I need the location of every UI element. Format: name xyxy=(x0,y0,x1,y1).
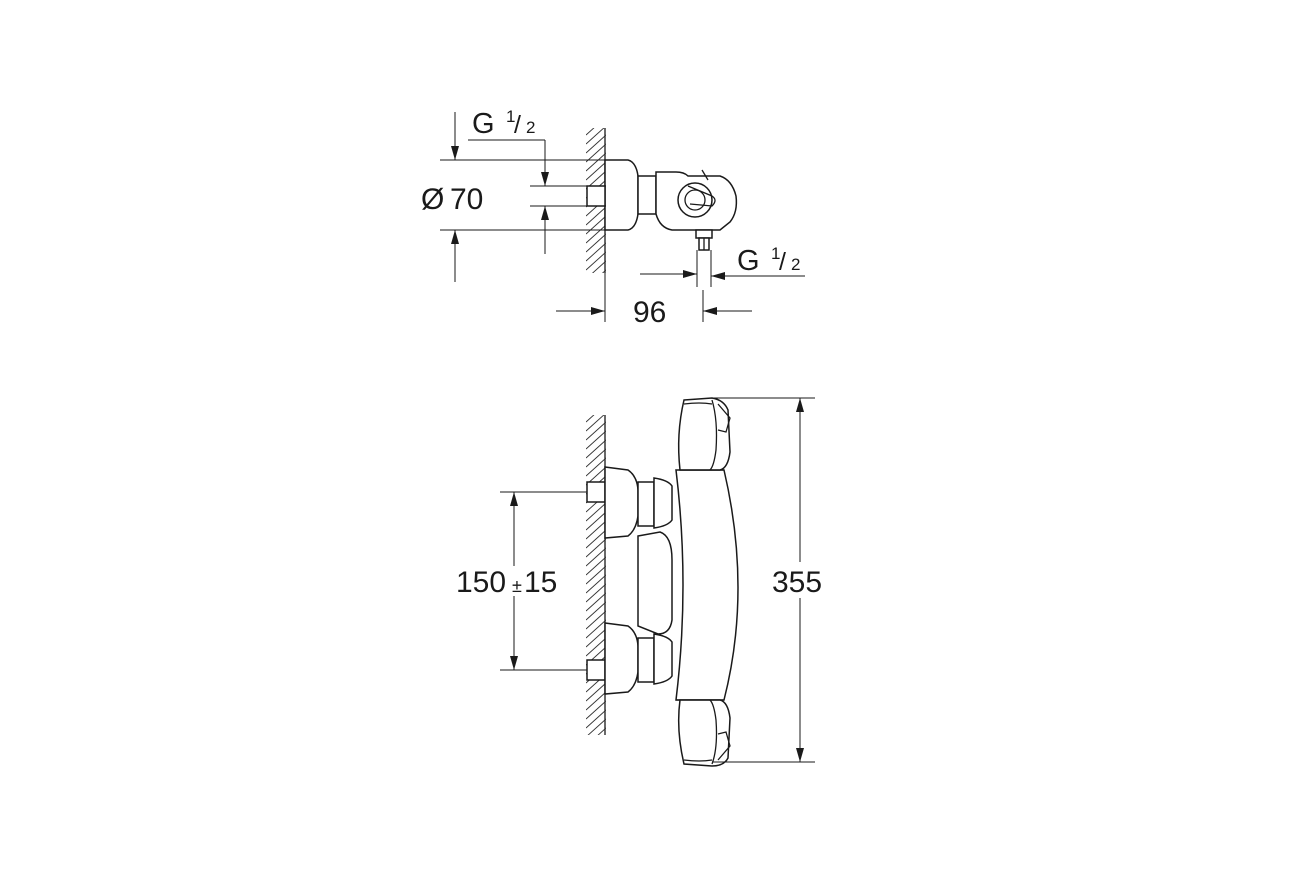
wall-hatch-line xyxy=(586,502,606,522)
thermostat-body xyxy=(675,397,739,767)
wall-hatch-line xyxy=(586,583,606,603)
wall-hatch-line xyxy=(586,511,606,531)
centers-tolerance: 15 xyxy=(524,566,557,599)
wall-hatch-line xyxy=(586,288,606,306)
wall-hatch-line xyxy=(586,279,606,297)
wall-hatch-line xyxy=(586,143,606,163)
wall-hatch-line xyxy=(587,718,606,735)
side-view: G 1 / 2 Ø 70 G 1 / 2 xyxy=(421,107,805,329)
wall-hatch-line xyxy=(586,628,606,648)
wall-hatch-line xyxy=(586,682,606,702)
wall-hatch-line xyxy=(586,108,606,126)
wall-hatch-line xyxy=(601,269,606,273)
wall-hatch-line xyxy=(586,421,606,441)
front-view: 150 ± 15 355 xyxy=(456,395,822,767)
diameter-value: 70 xyxy=(450,183,483,216)
outlet-thread-den: 2 xyxy=(791,255,800,274)
height-dimension: 355 xyxy=(712,397,822,763)
inlet-nipple xyxy=(586,185,606,207)
wall-hatch-line xyxy=(586,592,606,612)
wall-hatch-line xyxy=(586,601,606,621)
outlet-thread-slash: / xyxy=(779,248,786,276)
wall-hatch-line xyxy=(586,547,606,567)
side-body xyxy=(637,169,738,251)
depth-value: 96 xyxy=(633,296,666,329)
wall-hatch-line xyxy=(597,727,606,735)
wall-hatch-line xyxy=(586,709,606,729)
wall-hatch-line xyxy=(586,574,606,594)
wall-hatch-line xyxy=(586,152,606,172)
wall-top xyxy=(586,108,606,306)
depth-dimension: 96 xyxy=(556,273,752,329)
outlet-thread-letter: G xyxy=(737,245,760,277)
wall-bottom xyxy=(586,395,606,764)
wall-hatch-line xyxy=(586,439,606,459)
wall-hatch-line xyxy=(586,242,606,262)
height-value: 355 xyxy=(772,566,822,599)
wall-flange xyxy=(604,159,639,231)
wall-hatch-line xyxy=(586,737,606,755)
lower-inlet xyxy=(586,622,673,695)
inlet-thread-num: 1 xyxy=(506,107,515,126)
outlet-thread-dimension: G 1 / 2 xyxy=(640,244,805,287)
inlet-thread-slash: / xyxy=(514,111,521,139)
wall-hatch-line xyxy=(586,619,606,639)
wall-hatch-line xyxy=(586,637,606,657)
wall-hatch-line xyxy=(586,161,606,181)
diameter-symbol: Ø xyxy=(421,183,444,216)
wall-hatch-line xyxy=(586,128,595,136)
inlet-thread-dimension: G 1 / 2 xyxy=(451,107,606,254)
upper-inlet xyxy=(586,466,673,539)
wall-hatch-line xyxy=(591,260,606,273)
wall-hatch-line xyxy=(586,538,606,558)
wall-hatch-line xyxy=(586,520,606,540)
wall-hatch-line xyxy=(586,215,606,235)
wall-hatch-line xyxy=(586,700,606,720)
centers-tolerance-sign: ± xyxy=(512,576,522,596)
wall-hatch-line xyxy=(586,691,606,711)
wall-hatch-line xyxy=(586,415,605,432)
centers-value: 150 xyxy=(456,566,506,599)
wall-hatch-line xyxy=(586,556,606,576)
wall-hatch-line xyxy=(586,206,606,226)
wall-hatch-line xyxy=(586,251,606,271)
wall-hatch-line xyxy=(586,233,606,253)
diameter-dimension: Ø 70 xyxy=(421,159,605,282)
wall-hatch-line xyxy=(586,529,606,549)
wall-hatch-line xyxy=(586,448,606,468)
wall-hatch-line xyxy=(586,415,595,423)
back-plate xyxy=(637,531,673,635)
wall-hatch-line xyxy=(586,457,606,477)
wall-hatch-line xyxy=(586,565,606,585)
inlet-thread-letter: G xyxy=(472,108,495,140)
wall-hatch-line xyxy=(586,134,606,154)
wall-hatch-line xyxy=(586,746,606,764)
wall-hatch-line xyxy=(586,610,606,630)
centers-dimension: 150 ± 15 xyxy=(456,491,587,671)
wall-hatch-line xyxy=(586,430,606,450)
wall-hatch-line xyxy=(586,224,606,244)
inlet-thread-den: 2 xyxy=(526,118,535,137)
wall-hatch-line xyxy=(586,395,606,413)
outlet-thread-num: 1 xyxy=(771,244,780,263)
wall-hatch-line xyxy=(586,128,605,145)
